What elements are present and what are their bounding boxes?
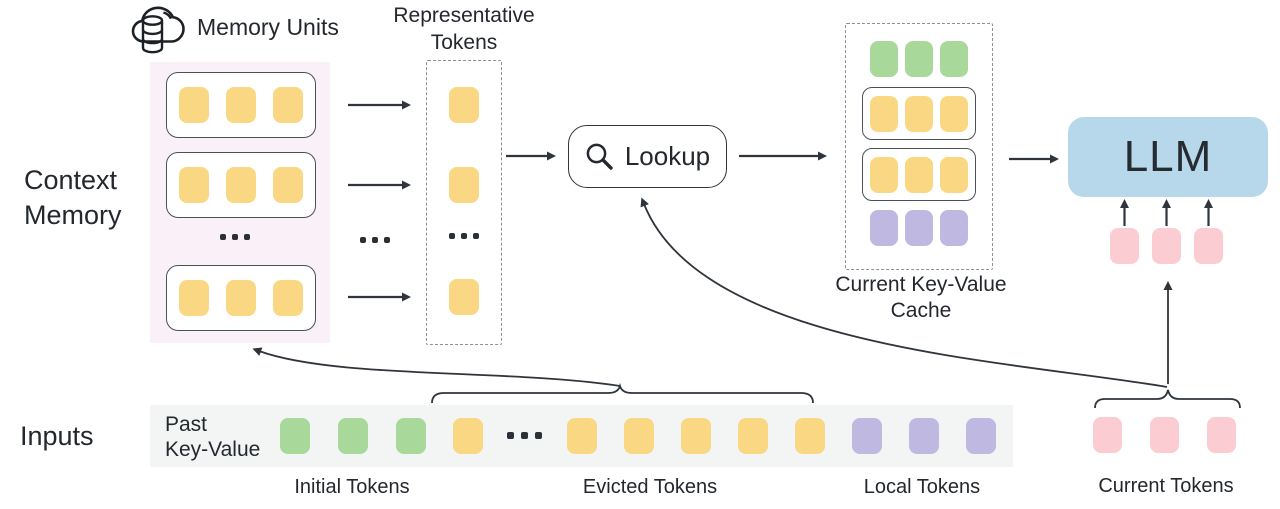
yellow-token [273,280,303,316]
yellow-token [624,418,654,454]
memory-unit-row [166,265,316,331]
yellow-token [449,87,479,123]
llm-input-tokens [1110,228,1223,264]
llm-box: LLM [1068,117,1268,197]
yellow-token [905,95,933,132]
yellow-token [453,418,483,454]
yellow-token [738,418,768,454]
purple-token [909,418,939,454]
yellow-token [226,167,256,203]
ellipsis-icon [507,432,542,439]
yellow-token [940,95,968,132]
yellow-token [940,156,968,193]
yellow-token [226,280,256,316]
yellow-token [449,167,479,203]
pink-token [1110,228,1139,264]
green-token [870,41,898,77]
lookup-box: Lookup [568,125,727,188]
database-icon [141,15,164,54]
context-memory-panel [150,62,330,343]
initial-tokens-group [280,418,426,454]
yellow-token [567,418,597,454]
pink-token [1093,417,1122,453]
pink-token [1194,228,1223,264]
llm-label: LLM [1123,132,1213,181]
evicted-tokens-label: Evicted Tokens [582,476,718,498]
ellipsis-icon [360,237,390,243]
past-key-value-label: Past Key-Value [165,413,261,461]
yellow-token [870,95,898,132]
green-token [338,418,368,454]
ellipsis-icon [220,234,250,240]
context-memory-label: Context Memory [24,165,122,230]
current-tokens-label: Current Tokens [1098,475,1234,497]
cache-row-initial [870,41,968,77]
current-kv-cache-label: Current Key-Value Cache [835,273,1007,322]
yellow-token [449,279,479,315]
yellow-token [273,167,303,203]
cache-row-local [870,210,968,246]
yellow-token [905,156,933,193]
representative-token [449,167,479,203]
current-tokens-brace [1094,389,1241,409]
evicted-tokens-brace [431,382,814,404]
memory-unit-row [166,152,316,218]
yellow-token [795,418,825,454]
local-tokens-label: Local Tokens [863,476,981,498]
inputs-label: Inputs [20,421,94,451]
local-tokens-group [852,418,996,454]
search-icon [586,143,613,170]
pink-token [1150,417,1179,453]
memory-unit-row [166,72,316,138]
pink-token [1207,417,1236,453]
yellow-token [226,87,256,123]
representative-token [449,87,479,123]
ellipsis-icon [449,233,479,239]
green-token [905,41,933,77]
representative-token [449,279,479,315]
yellow-token [870,156,898,193]
green-token [280,418,310,454]
evicted-tokens-group [453,418,483,454]
cache-row-memory-unit [862,148,976,201]
purple-token [852,418,882,454]
pink-token [1152,228,1181,264]
cache-row-memory-unit [862,87,976,140]
yellow-token [681,418,711,454]
yellow-token [273,87,303,123]
purple-token [870,210,898,246]
arrow-evicted-to-context-memory [252,347,621,387]
memory-units-label: Memory Units [197,14,339,40]
purple-token [940,210,968,246]
current-tokens-group [1093,417,1236,453]
purple-token [905,210,933,246]
yellow-token [179,280,209,316]
current-kv-cache-box [845,23,993,270]
purple-token [966,418,996,454]
cloud-database-icon [131,6,185,54]
initial-tokens-label: Initial Tokens [294,476,410,498]
representative-tokens-box [426,60,502,345]
evicted-tokens-group [567,418,825,454]
lookup-label: Lookup [624,141,711,171]
yellow-token [179,167,209,203]
representative-tokens-label: Representative Tokens [393,4,535,54]
green-token [940,41,968,77]
yellow-token [179,87,209,123]
green-token [396,418,426,454]
